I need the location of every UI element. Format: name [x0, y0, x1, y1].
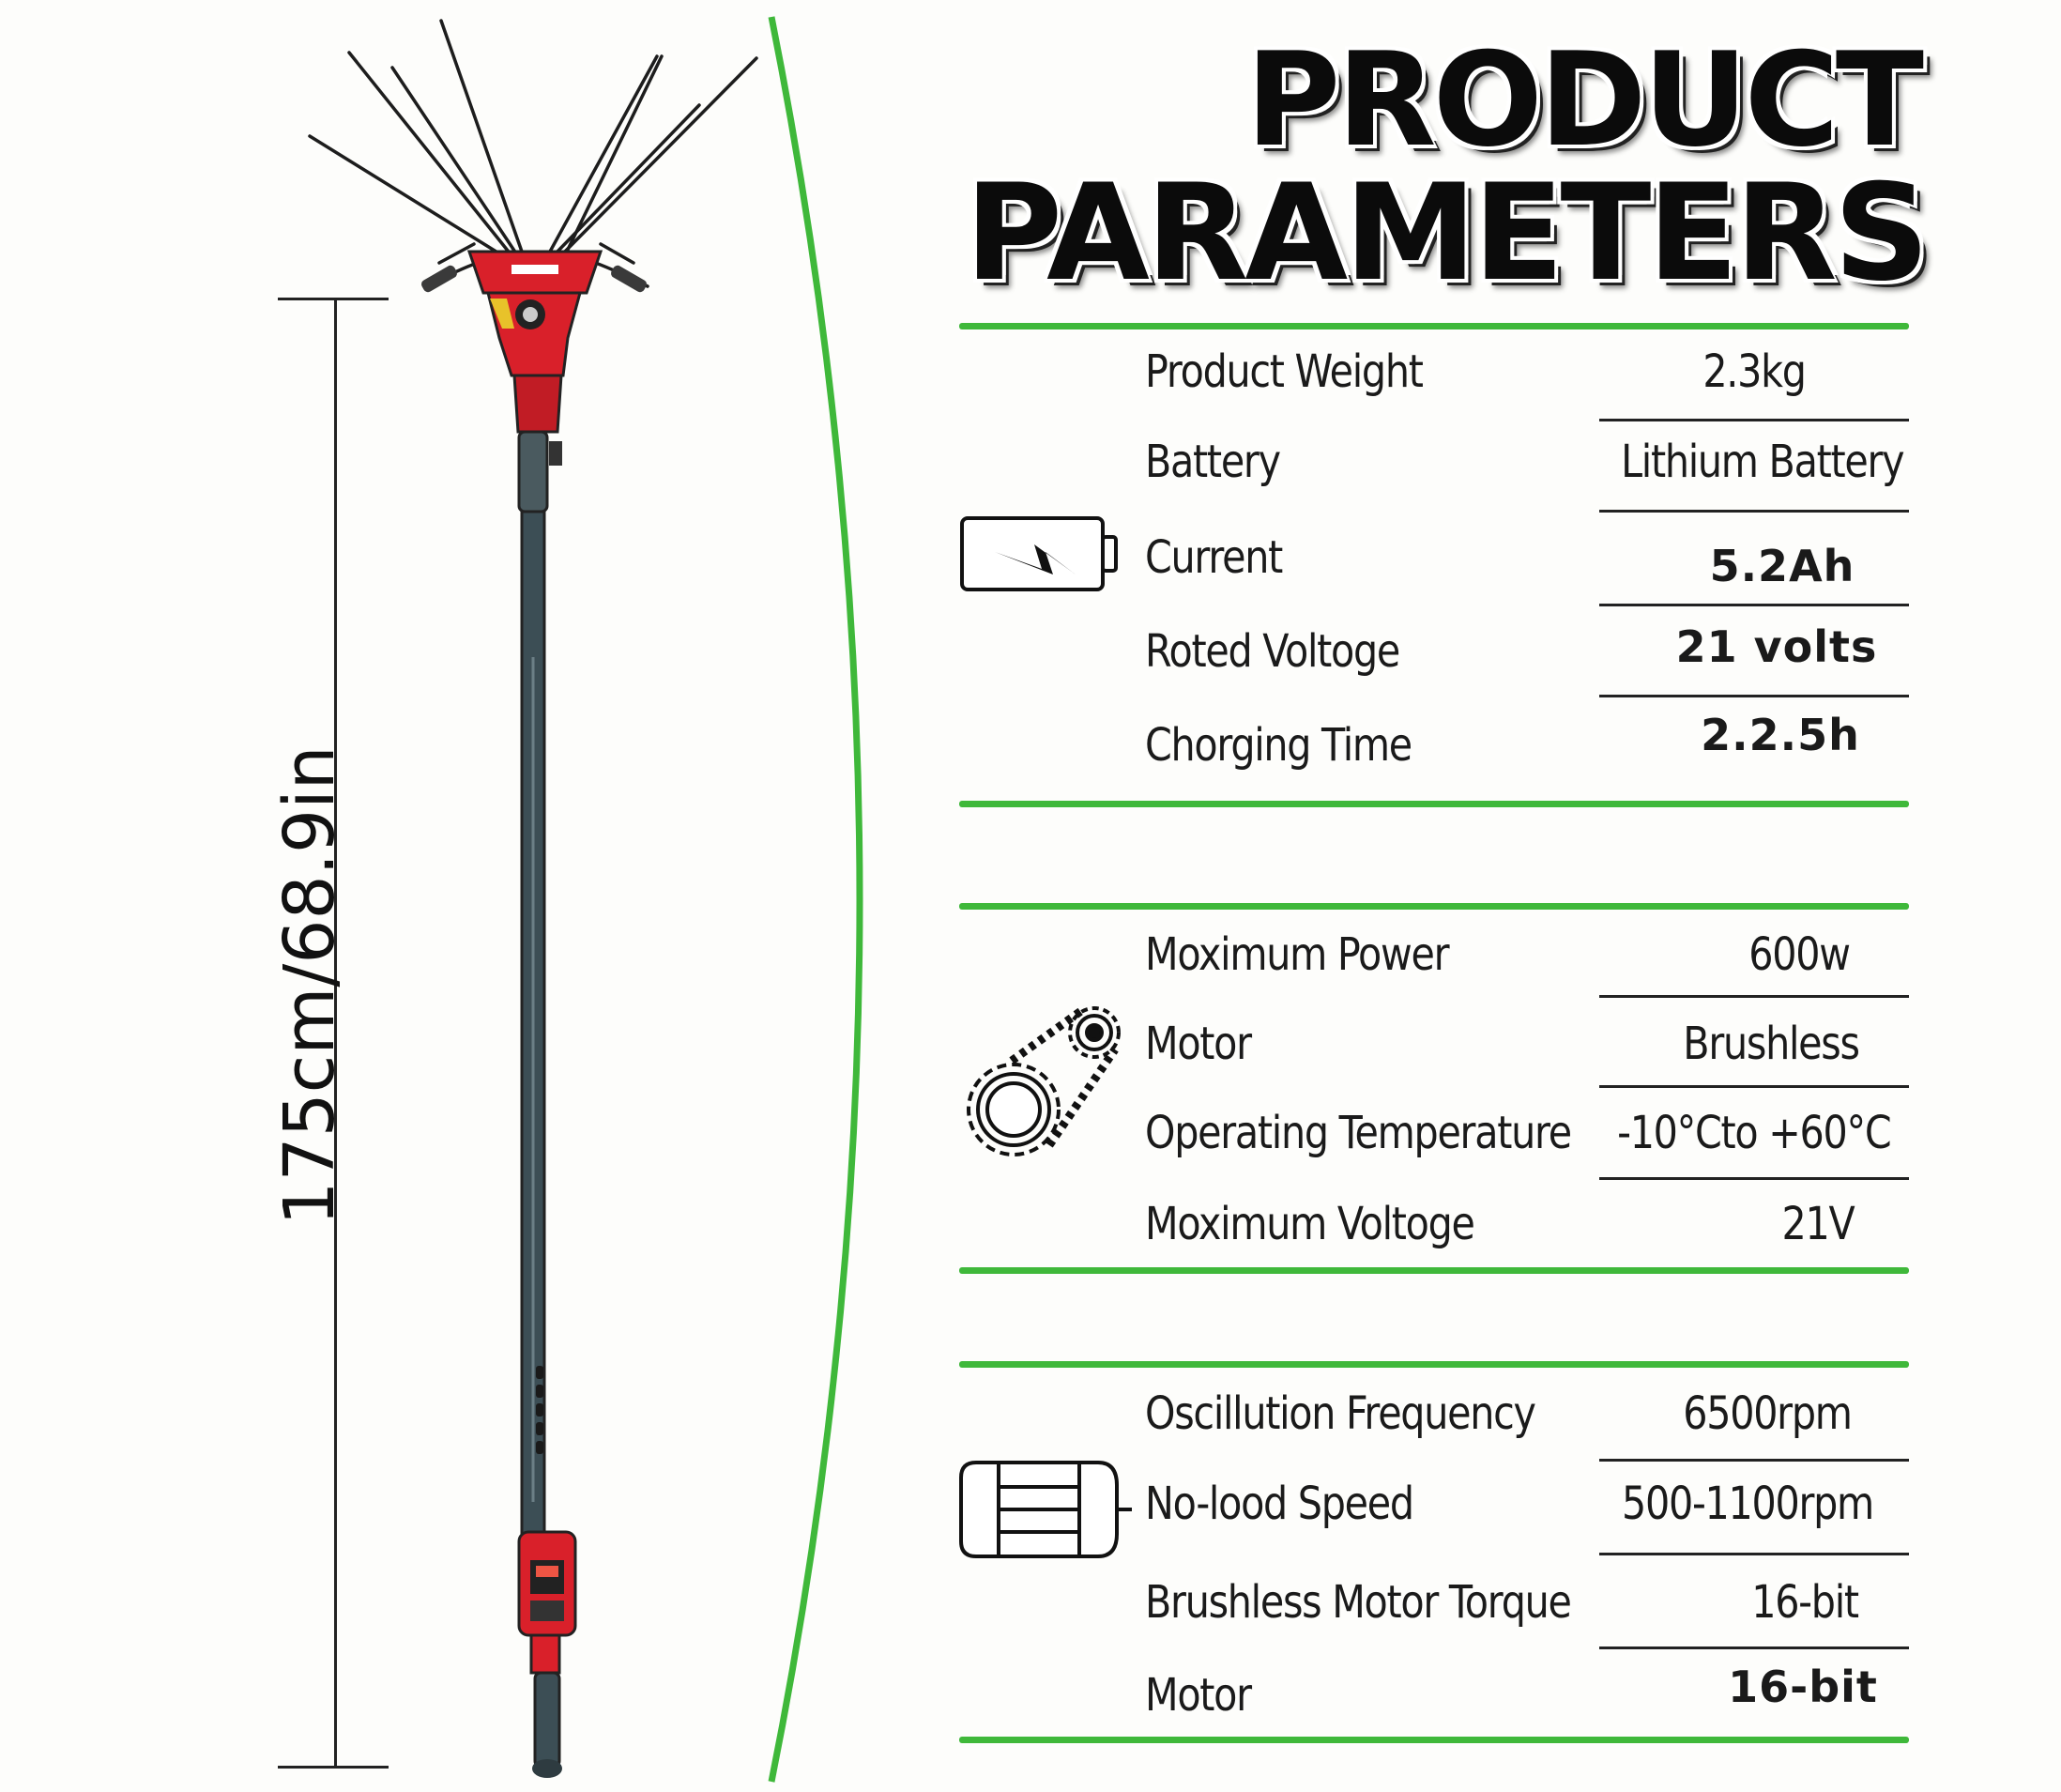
label-operating-temperature: Operating Temperature — [1145, 1107, 1572, 1159]
section-1-bottom-line — [959, 801, 1909, 807]
label-motor-2: Motor — [1145, 1669, 1252, 1722]
gear-chain-icon — [967, 1004, 1121, 1156]
value-maximum-voltage: 21V — [1781, 1198, 1855, 1250]
label-charging-time: Chorging Time — [1145, 719, 1412, 772]
value-battery: Lithium Battery — [1621, 436, 1905, 488]
label-motor: Motor — [1145, 1018, 1252, 1070]
motor-icon — [959, 1461, 1132, 1558]
label-rated-voltage: Roted Voltoge — [1145, 625, 1400, 678]
pole — [517, 430, 549, 1546]
height-dimension-label: 175cm/68.9in — [269, 745, 350, 1226]
rule — [1599, 419, 1909, 421]
label-maximum-voltage: Moximum Voltoge — [1145, 1198, 1475, 1250]
value-rated-voltage: 21 volts — [1675, 621, 1878, 672]
rule — [1599, 1085, 1909, 1088]
section-3-top-line — [959, 1361, 1909, 1368]
value-no-load-speed: 500-1100rpm — [1622, 1478, 1874, 1530]
battery-handle — [517, 1530, 577, 1778]
label-product-weight: Product Weight — [1145, 345, 1424, 398]
rule — [1599, 995, 1909, 998]
dimension-vertical-line — [334, 299, 337, 1768]
tool-head — [466, 250, 603, 466]
rule — [1599, 1177, 1909, 1180]
section-2-top-line — [959, 903, 1909, 910]
value-maximum-power: 600w — [1748, 928, 1851, 981]
value-charging-time: 2.2.5h — [1701, 710, 1860, 760]
dimension-top-tick — [278, 298, 389, 300]
rule — [1599, 1646, 1909, 1649]
section-1-top-line — [959, 323, 1909, 329]
tine-holders — [421, 265, 647, 293]
rule — [1599, 510, 1909, 513]
title-product: PRODUCT — [1245, 24, 1924, 176]
section-2-bottom-line — [959, 1267, 1909, 1274]
value-motor: Brushless — [1683, 1018, 1860, 1070]
label-brushless-motor-torque: Brushless Motor Torque — [1145, 1576, 1572, 1629]
section-3-bottom-line — [959, 1737, 1909, 1743]
product-illustration — [308, 16, 863, 1783]
rule — [1599, 1553, 1909, 1555]
label-no-load-speed: No-lood Speed — [1145, 1478, 1414, 1530]
rule — [1599, 604, 1909, 606]
rule — [1599, 1459, 1909, 1462]
label-oscillation-frequency: Oscillution Frequency — [1145, 1387, 1536, 1440]
label-battery: Battery — [1145, 436, 1281, 488]
value-operating-temperature: -10°Cto +60°C — [1617, 1107, 1892, 1159]
battery-icon — [960, 516, 1118, 591]
value-motor-2: 16-bit — [1728, 1662, 1878, 1712]
green-arc — [768, 16, 863, 1783]
value-current: 5.2Ah — [1709, 541, 1855, 591]
title-parameters: PARAMETERS — [965, 156, 1930, 311]
value-oscillation-frequency: 6500rpm — [1683, 1387, 1853, 1440]
label-maximum-power: Moximum Power — [1145, 928, 1450, 981]
label-current: Current — [1145, 531, 1283, 584]
rake-tines — [308, 19, 758, 288]
value-product-weight: 2.3kg — [1702, 345, 1807, 398]
rule — [1599, 695, 1909, 697]
value-brushless-motor-torque: 16-bit — [1751, 1576, 1859, 1629]
dimension-bottom-tick — [278, 1766, 389, 1769]
